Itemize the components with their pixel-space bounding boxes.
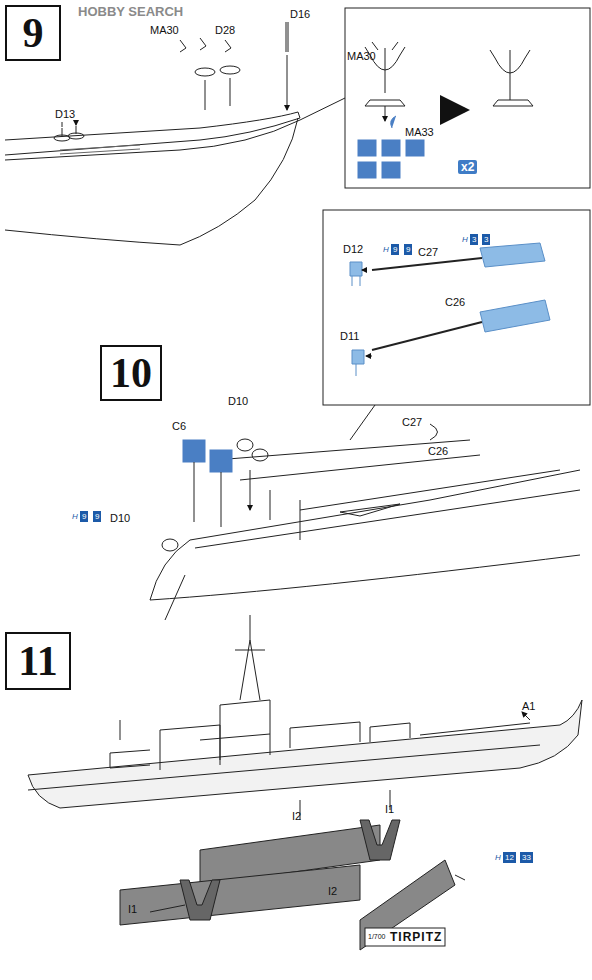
part-label: I1 [385,803,394,815]
paint-number: 9 [93,511,101,522]
part-label: MA30 [150,24,179,36]
paint-code: H [72,512,78,521]
part-label: C6 [172,420,186,432]
nameplate-text: TIRPITZ [390,930,442,944]
step-number: 9 [23,12,44,54]
part-label: C26 [428,445,448,457]
paint-code: H [462,235,468,244]
paint-code: H [383,245,389,254]
paint-number: 12 [503,852,516,863]
part-label: I2 [328,885,337,897]
scale-label: 1/700 [368,933,386,940]
step-number-box: 10 [100,345,162,401]
step-number-box: 11 [5,632,71,690]
paint-code: H [495,853,501,862]
step-number: 10 [110,352,152,394]
part-label: MA30 [347,50,376,62]
part-label: D13 [55,108,75,120]
part-label: C26 [445,296,465,308]
watermark: HOBBY SEARCH [78,4,183,19]
part-label: I1 [128,903,137,915]
part-label: MA33 [405,126,434,138]
part-label: D12 [343,243,363,255]
paint-number: 9 [80,511,88,522]
part-label: C27 [402,416,422,428]
part-label: D11 [340,330,359,342]
step-number: 11 [18,640,58,682]
paint-number: 33 [520,852,533,863]
quantity-label: x2 [458,160,477,174]
part-label: A1 [522,700,535,712]
part-label: D10 [110,512,130,524]
paint-number: 9 [404,244,412,255]
part-label: I2 [292,810,301,822]
part-label: D28 [215,24,235,36]
part-label: D16 [290,8,310,20]
paint-number: 3 [482,234,490,245]
part-label: C27 [418,246,438,258]
part-label: D10 [228,395,248,407]
paint-number: 3 [470,234,478,245]
step-number-box: 9 [5,5,61,61]
paint-number: 9 [391,244,399,255]
